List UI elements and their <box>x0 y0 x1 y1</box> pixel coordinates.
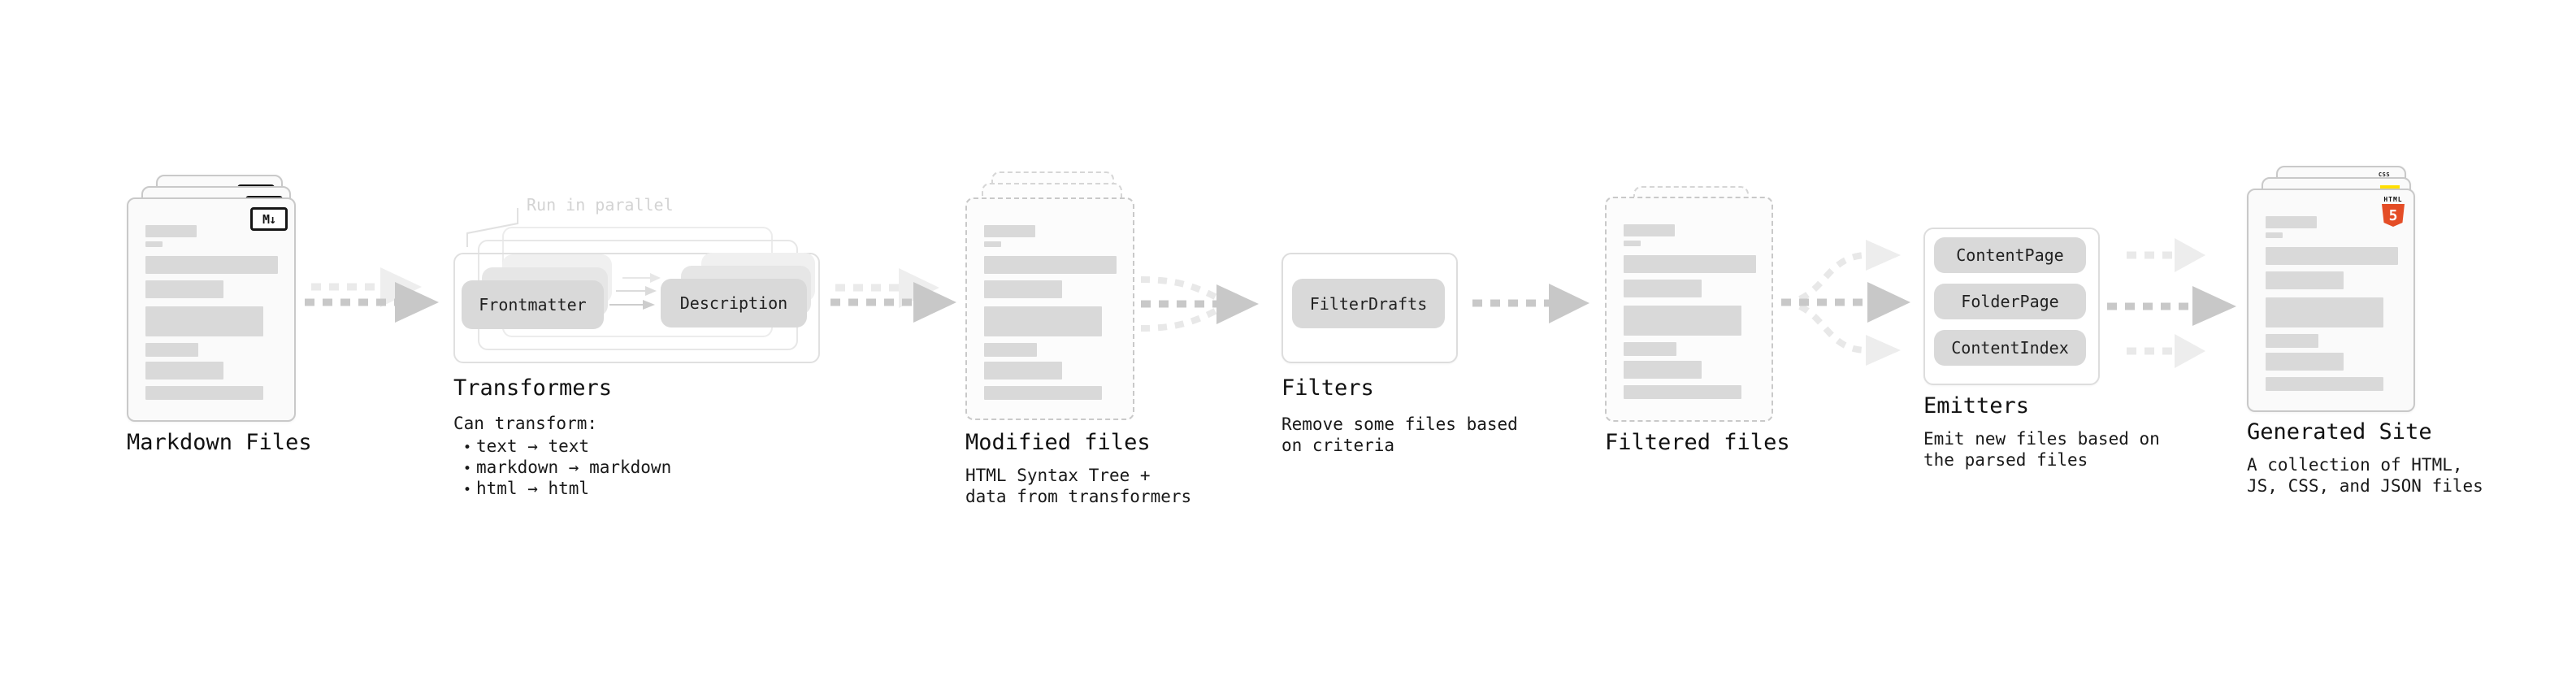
bullet-item: •html → html <box>458 478 671 499</box>
content-bar <box>145 306 263 336</box>
document-content-placeholder <box>984 225 1117 400</box>
transformers-description: Can transform: <box>453 413 597 434</box>
emitters-description: Emit new files based on the parsed files <box>1923 429 2160 470</box>
content-bar <box>145 241 163 247</box>
content-bar <box>1624 224 1675 236</box>
content-bar <box>984 241 1001 247</box>
transformers-bullet-list: •text → text •markdown → markdown •html … <box>458 436 671 499</box>
content-bar <box>1624 255 1756 273</box>
bullet-glyph: • <box>462 440 472 456</box>
content-bar <box>145 225 197 237</box>
transformer-pill-frontmatter: Frontmatter <box>462 280 604 329</box>
content-bar <box>2266 232 2283 238</box>
document-content-placeholder <box>1624 224 1756 399</box>
content-bar <box>1624 342 1676 356</box>
bullet-item: •text → text <box>458 436 671 457</box>
arrow-transformers-to-modified <box>830 268 956 323</box>
content-bar <box>2266 334 2318 348</box>
section-title-filters: Filters <box>1281 375 1374 401</box>
content-bar <box>145 256 278 274</box>
arrow-filtered-to-emitters <box>1781 240 1910 366</box>
content-bar <box>2266 216 2317 228</box>
arrow-filters-to-filtered <box>1472 284 1589 323</box>
document-content-placeholder <box>145 225 278 400</box>
emitter-pill-contentindex: ContentIndex <box>1934 330 2086 366</box>
content-bar <box>984 386 1102 400</box>
emitter-pill-contentpage: ContentPage <box>1934 237 2086 273</box>
arrow-emitters-to-generated <box>2107 238 2236 368</box>
content-bar <box>1624 385 1741 399</box>
bullet-glyph: • <box>462 461 472 477</box>
filter-pill-filterdrafts: FilterDrafts <box>1292 279 1445 328</box>
content-bar <box>145 280 223 298</box>
bullet-item: •markdown → markdown <box>458 457 671 478</box>
transformer-pill-description: Description <box>661 279 807 327</box>
content-bar <box>984 280 1062 298</box>
emitter-pill-folderpage: FolderPage <box>1934 284 2086 319</box>
section-title-transformers: Transformers <box>453 375 613 401</box>
content-bar <box>2266 247 2398 265</box>
modified-files-description: HTML Syntax Tree + data from transformer… <box>965 466 1192 506</box>
content-bar <box>984 306 1102 336</box>
content-bar <box>2266 297 2383 327</box>
markdown-icon: M↓ <box>250 207 288 231</box>
section-title-emitters: Emitters <box>1923 393 2030 419</box>
generated-site-description: A collection of HTML, JS, CSS, and JSON … <box>2247 455 2483 496</box>
content-bar <box>2266 377 2383 391</box>
filters-description: Remove some files based on criteria <box>1281 414 1518 455</box>
arrow-markdown-to-transformers <box>305 267 439 323</box>
content-bar <box>145 362 223 380</box>
generated-file-html: HTML 5 <box>2247 189 2415 412</box>
content-bar <box>2266 271 2344 289</box>
content-bar <box>145 386 263 400</box>
section-title-markdown-files: Markdown Files <box>127 430 312 455</box>
arrow-modified-to-filters <box>1140 276 1259 332</box>
section-title-generated-site: Generated Site <box>2247 419 2432 445</box>
section-title-modified-files: Modified files <box>965 430 1151 455</box>
content-bar <box>1624 241 1641 246</box>
modified-file-front <box>965 197 1134 420</box>
content-bar <box>145 343 198 357</box>
content-bar <box>984 256 1117 274</box>
content-bar <box>1624 306 1741 336</box>
can-transform-heading: Can transform: <box>453 414 598 433</box>
bullet-glyph: • <box>462 482 472 498</box>
markdown-file-front: M↓ <box>127 197 296 422</box>
content-bar <box>984 343 1037 357</box>
html5-icon: HTML 5 <box>2381 197 2405 227</box>
transformer-container-front <box>453 253 820 363</box>
content-bar <box>984 225 1035 237</box>
content-bar <box>2266 353 2344 371</box>
run-in-parallel-annotation: Run in parallel <box>527 195 674 215</box>
section-title-filtered-files: Filtered files <box>1605 430 1790 455</box>
document-content-placeholder <box>2266 216 2398 391</box>
content-bar <box>1624 280 1702 297</box>
content-bar <box>1624 361 1702 379</box>
filtered-file-front <box>1605 197 1773 422</box>
content-bar <box>984 362 1062 380</box>
